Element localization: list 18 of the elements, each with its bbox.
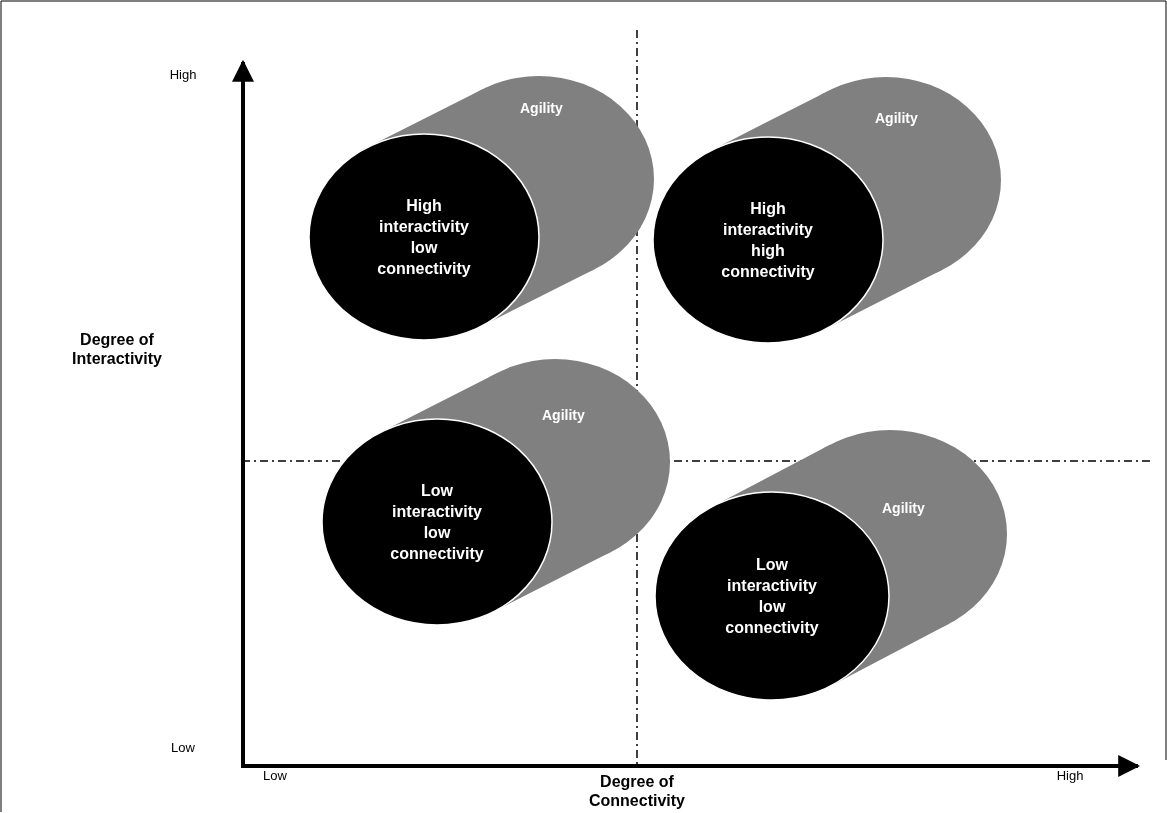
axis-end-label: Low <box>170 740 196 755</box>
axis-title: Degree of Connectivity <box>588 772 686 810</box>
cylinder-side-text: Agility <box>882 500 925 516</box>
cylinder <box>309 76 654 340</box>
cylinder-side-text: Agility <box>875 110 918 126</box>
cylinder <box>322 359 670 625</box>
cylinder-face-text: Low interactivity low connectivity <box>389 481 485 564</box>
cylinder-side-text: Agility <box>520 100 563 116</box>
axis-end-label: Low <box>262 768 288 783</box>
cylinder-face-text: High interactivity high connectivity <box>720 199 816 282</box>
axis-end-label: High <box>1055 768 1085 783</box>
cylinder-face-text: High interactivity low connectivity <box>376 196 472 279</box>
cylinder <box>655 430 1007 700</box>
cylinder-face-text: Low interactivity low connectivity <box>724 555 820 638</box>
axis-end-label: High <box>168 67 198 82</box>
cylinder <box>653 77 1001 343</box>
cylinder-side-text: Agility <box>542 407 585 423</box>
axis-title: Degree of Interactivity <box>71 330 163 368</box>
